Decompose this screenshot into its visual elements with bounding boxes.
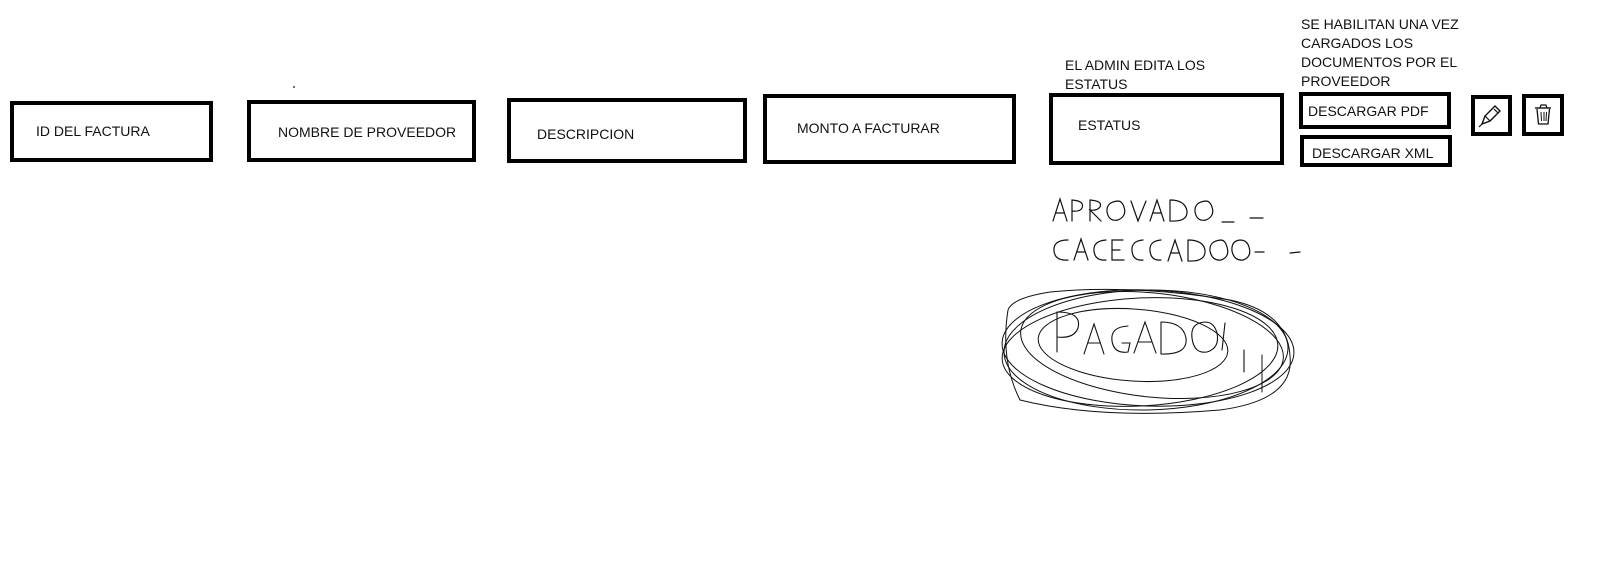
hand-drawn-circles bbox=[1001, 288, 1295, 414]
stray-dot bbox=[293, 86, 295, 88]
descripcion-field[interactable] bbox=[507, 98, 747, 163]
estatus-field[interactable] bbox=[1049, 93, 1284, 165]
monto-field[interactable] bbox=[763, 94, 1016, 164]
descargar-xml-button[interactable]: DESCARGAR XML bbox=[1300, 135, 1452, 167]
monto-label: MONTO A FACTURAR bbox=[797, 120, 940, 136]
handwritten-aprovado bbox=[1052, 197, 1264, 223]
pencil-edit-icon bbox=[1478, 105, 1501, 128]
id-factura-field[interactable] bbox=[10, 101, 213, 162]
descargar-pdf-button[interactable]: DESCARGAR PDF bbox=[1299, 92, 1451, 129]
descargar-xml-label: DESCARGAR XML bbox=[1312, 145, 1434, 161]
handwritten-pagado bbox=[1056, 311, 1245, 373]
descargar-pdf-label: DESCARGAR PDF bbox=[1308, 103, 1429, 119]
se-habilitan-note: SE HABILITAN UNA VEZ CARGADOS LOS DOCUME… bbox=[1301, 16, 1459, 89]
delete-button[interactable] bbox=[1522, 94, 1564, 136]
descripcion-label: DESCRIPCION bbox=[537, 126, 635, 142]
nombre-proveedor-field[interactable] bbox=[247, 100, 476, 162]
id-factura-label: ID DEL FACTURA bbox=[36, 123, 150, 139]
admin-edita-note: EL ADMIN EDITA LOS ESTATUS bbox=[1065, 57, 1206, 92]
handwritten-cancelado bbox=[1053, 237, 1301, 262]
nombre-proveedor-label: NOMBRE DE PROVEEDOR bbox=[278, 124, 457, 140]
trash-icon bbox=[1535, 104, 1551, 125]
edit-button[interactable] bbox=[1471, 95, 1512, 136]
estatus-label: ESTATUS bbox=[1078, 117, 1141, 133]
